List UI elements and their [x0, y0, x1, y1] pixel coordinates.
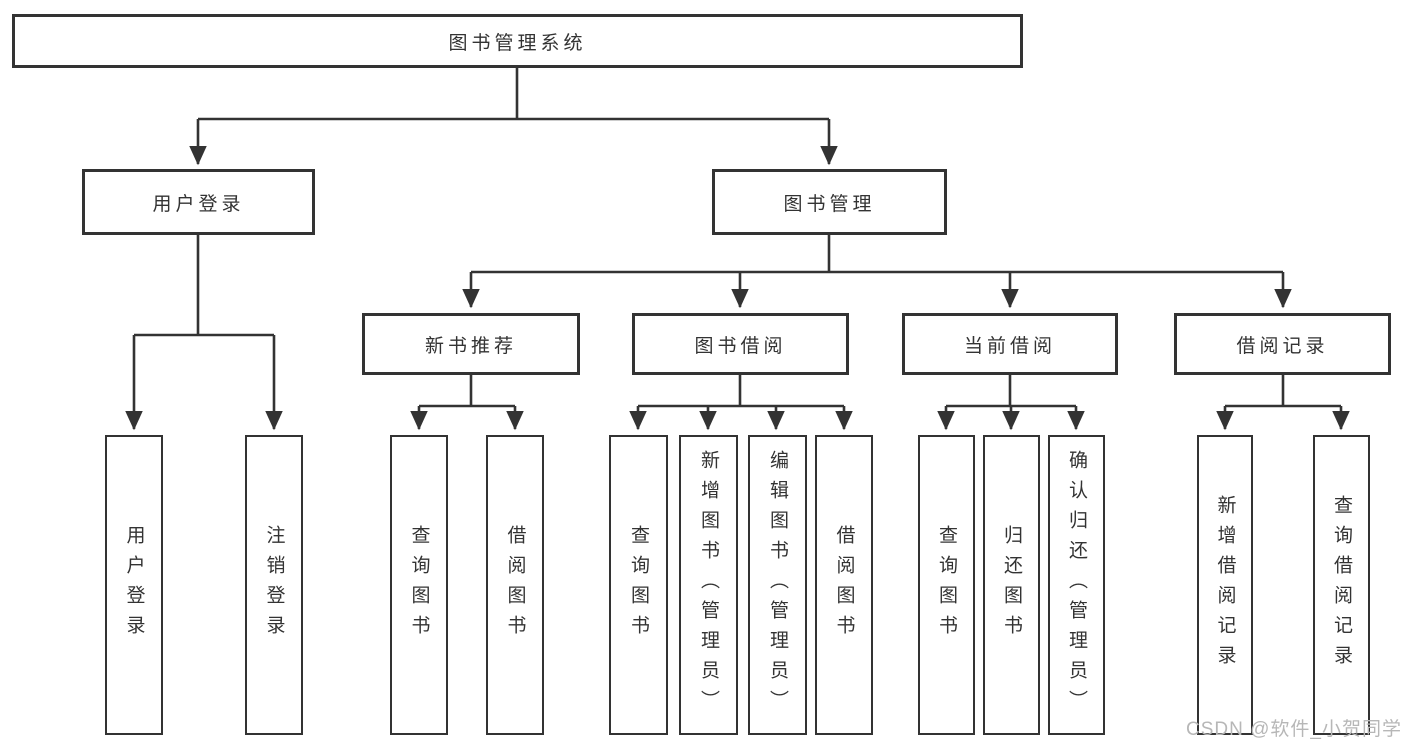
- leaf-borrow-books: 借阅图书: [815, 435, 873, 735]
- node-new-book-recommend: 新书推荐: [362, 313, 580, 375]
- leaf-return-books: 归还图书: [983, 435, 1040, 735]
- node-library-management-system: 图书管理系统: [12, 14, 1023, 68]
- leaf-confirm-return-admin-label: 确认归还（管理员）: [1066, 450, 1087, 720]
- leaf-add-books-admin-label: 新增图书（管理员）: [698, 450, 719, 720]
- leaf-borrow-books-label: 借阅图书: [833, 525, 855, 645]
- node-user-login: 用户登录: [82, 169, 315, 235]
- connector-new-book-recommend-to-children: [410, 375, 524, 431]
- leaf-user-login: 用户登录: [105, 435, 163, 735]
- leaf-add-borrow-record: 新增借阅记录: [1197, 435, 1253, 735]
- connector-root-to-level2: [189, 67, 838, 166]
- leaf-borrow-books-recommend-label: 借阅图书: [504, 525, 526, 645]
- leaf-edit-books-admin: 编辑图书（管理员）: [748, 435, 807, 735]
- connector-book-management-to-level3: [462, 235, 1292, 309]
- node-current-borrow: 当前借阅: [902, 313, 1118, 375]
- connector-user-login-to-children: [125, 235, 283, 431]
- node-book-borrow: 图书借阅: [632, 313, 849, 375]
- connector-borrow-records-to-children: [1216, 375, 1350, 431]
- leaf-query-books-recommend: 查询图书: [390, 435, 448, 735]
- leaf-query-borrow-record: 查询借阅记录: [1313, 435, 1370, 735]
- leaf-logout: 注销登录: [245, 435, 303, 735]
- leaf-user-login-label: 用户登录: [123, 525, 145, 645]
- node-book-management: 图书管理: [712, 169, 947, 235]
- leaf-query-books-current: 查询图书: [918, 435, 975, 735]
- leaf-confirm-return-admin: 确认归还（管理员）: [1048, 435, 1105, 735]
- leaf-return-books-label: 归还图书: [1001, 525, 1022, 645]
- leaf-query-books-current-label: 查询图书: [936, 525, 957, 645]
- leaf-query-books-recommend-label: 查询图书: [408, 525, 430, 645]
- leaf-query-books-borrow: 查询图书: [609, 435, 668, 735]
- leaf-edit-books-admin-label: 编辑图书（管理员）: [767, 450, 788, 720]
- leaf-query-books-borrow-label: 查询图书: [628, 525, 649, 645]
- csdn-watermark: CSDN @软件_小贺同学: [1186, 719, 1402, 740]
- leaf-add-borrow-record-label: 新增借阅记录: [1214, 495, 1236, 675]
- connector-book-borrow-to-children: [629, 375, 853, 431]
- node-borrow-records: 借阅记录: [1174, 313, 1391, 375]
- connector-current-borrow-to-children: [937, 375, 1085, 431]
- leaf-query-borrow-record-label: 查询借阅记录: [1331, 495, 1352, 675]
- leaf-add-books-admin: 新增图书（管理员）: [679, 435, 738, 735]
- leaf-borrow-books-recommend: 借阅图书: [486, 435, 544, 735]
- leaf-logout-label: 注销登录: [263, 525, 285, 645]
